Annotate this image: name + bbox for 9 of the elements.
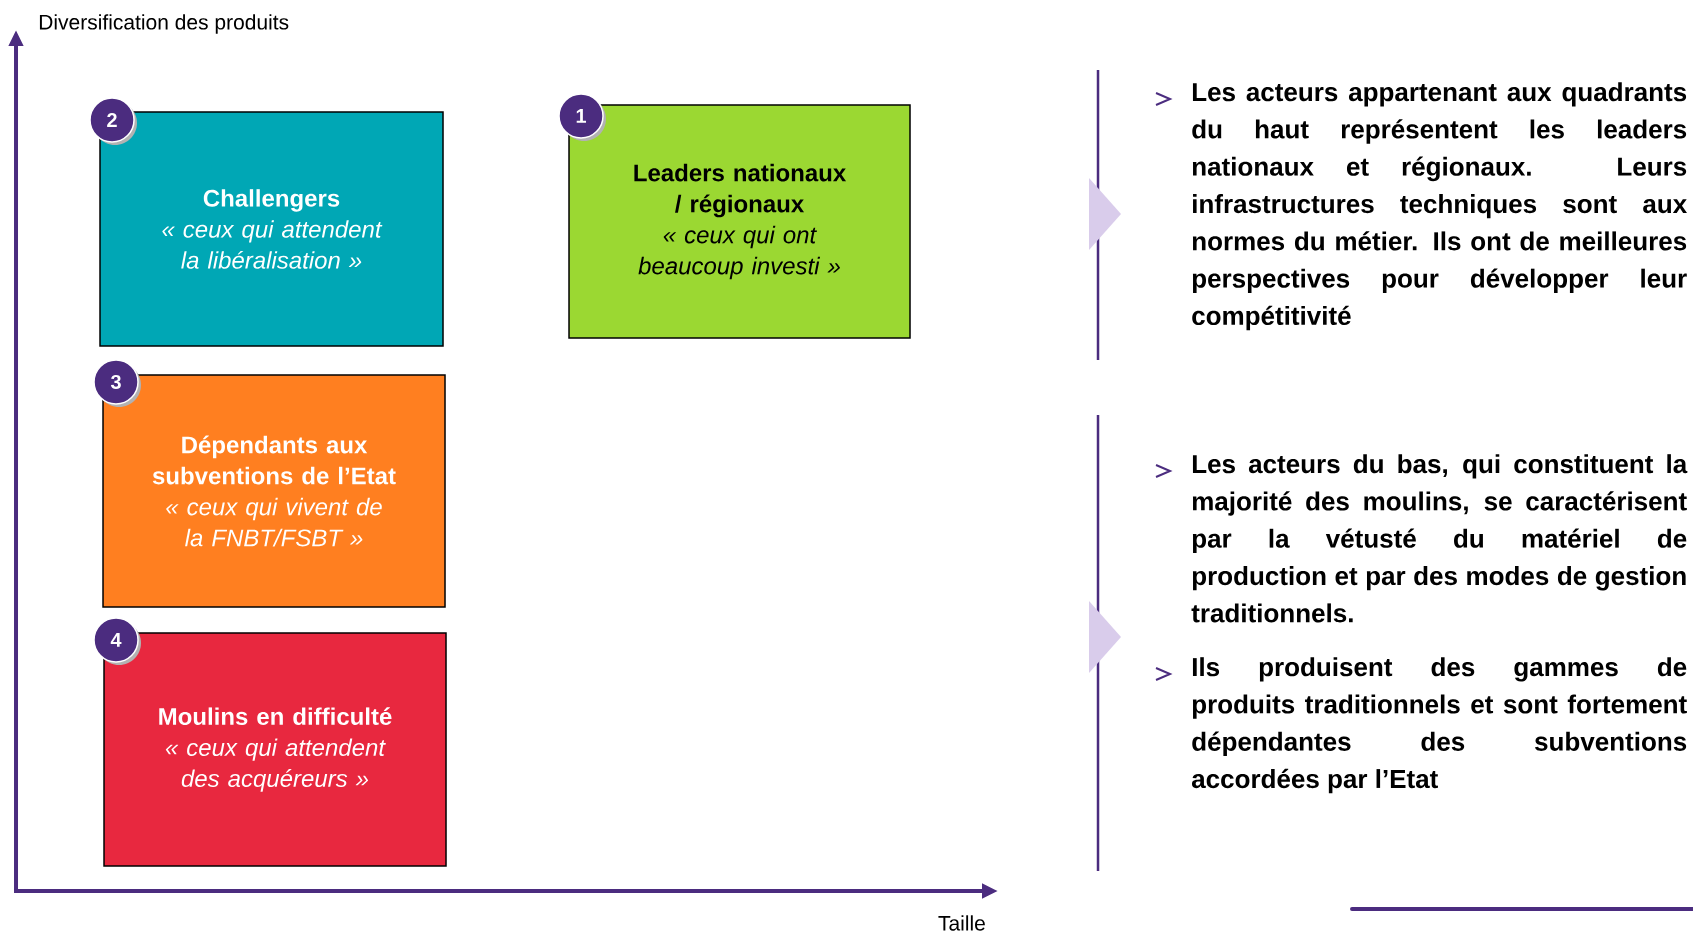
bullet-text: Ils produisent des gammes de produits traditionnels et sont fortement dépendantes des subventions accordées par l’Etat: [1192, 657, 1687, 794]
bullet-text: Les acteurs appartenant aux quadrants du haut représentent les leaders nationaux et régionaux. Leurs infrastructures techniques sont aux normes du métier. Ils ont de meilleures perspectives pour développer leur compétitivité: [1192, 82, 1687, 331]
axis-label: Taille: [938, 915, 985, 931]
number-badge: 1: [558, 93, 604, 139]
number-badge: 3: [93, 359, 139, 405]
axis-label: Diversification des produits: [39, 14, 289, 34]
bullet-text: Les acteurs du bas, qui constituent la majorité des moulins, se caractérisent par la vétusté du matériel de production et par des modes de gestion traditionnels.: [1191, 454, 1688, 623]
number-badge: 2: [89, 97, 135, 143]
number-badge: 4: [93, 617, 139, 663]
